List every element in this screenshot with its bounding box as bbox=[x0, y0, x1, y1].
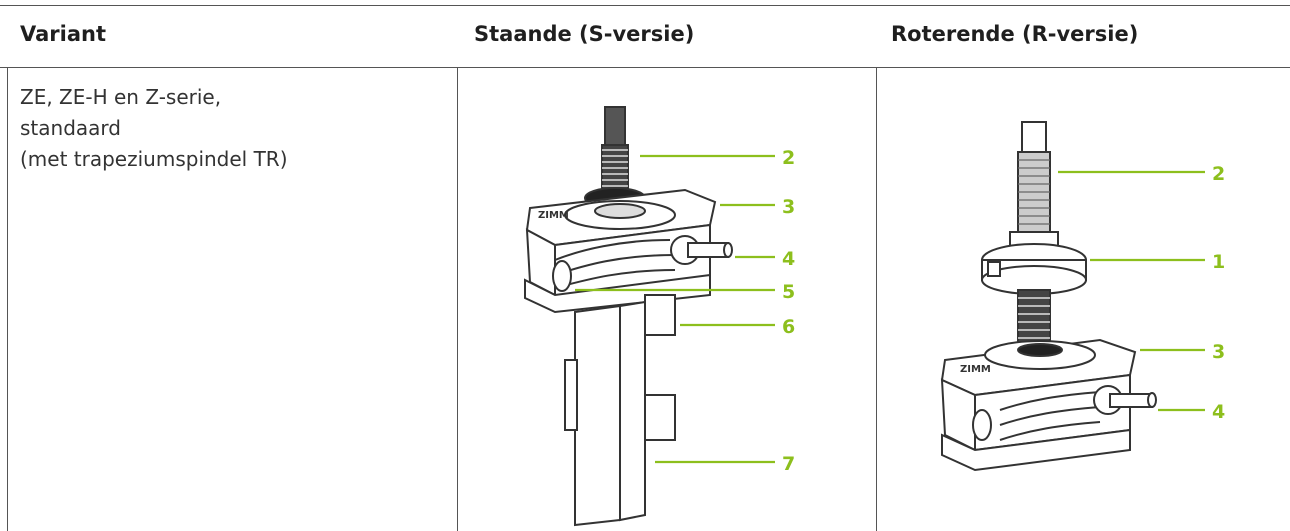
s-housing-logo: ZIMM bbox=[538, 210, 569, 221]
column-divider-left bbox=[7, 67, 8, 531]
s-version-jack-image: ZIMM 2 3 4 5 6 7 bbox=[524, 106, 795, 527]
variant-line: standaard bbox=[20, 116, 121, 140]
variant-line: (met trapeziumspindel TR) bbox=[20, 147, 288, 171]
header-roterende: Roterende (R-versie) bbox=[891, 22, 1139, 46]
header-rule bbox=[0, 67, 1290, 68]
table-top-rule bbox=[0, 5, 1290, 6]
header-variant: Variant bbox=[20, 22, 106, 46]
s-callout-4: 4 bbox=[782, 248, 795, 270]
s-callout-3: 3 bbox=[782, 196, 795, 218]
s-callout-2: 2 bbox=[782, 147, 795, 169]
r-callout-2: 2 bbox=[1212, 163, 1225, 185]
s-callout-7: 7 bbox=[782, 453, 795, 475]
r-callout-1: 1 bbox=[1212, 251, 1225, 273]
r-callout-3: 3 bbox=[1212, 341, 1225, 363]
s-callout-5: 5 bbox=[782, 281, 795, 303]
r-version-jack-image: ZIMM 2 1 3 4 bbox=[940, 121, 1225, 472]
r-callout-4: 4 bbox=[1212, 401, 1225, 423]
s-callout-6: 6 bbox=[782, 316, 795, 338]
column-divider-2 bbox=[876, 67, 877, 531]
column-divider-1 bbox=[457, 67, 458, 531]
variant-description: ZE, ZE-H en Z-serie, standaard (met trap… bbox=[20, 82, 288, 175]
header-staande: Staande (S-versie) bbox=[474, 22, 695, 46]
variant-line: ZE, ZE-H en Z-serie, bbox=[20, 85, 222, 109]
r-housing-logo: ZIMM bbox=[960, 364, 991, 375]
